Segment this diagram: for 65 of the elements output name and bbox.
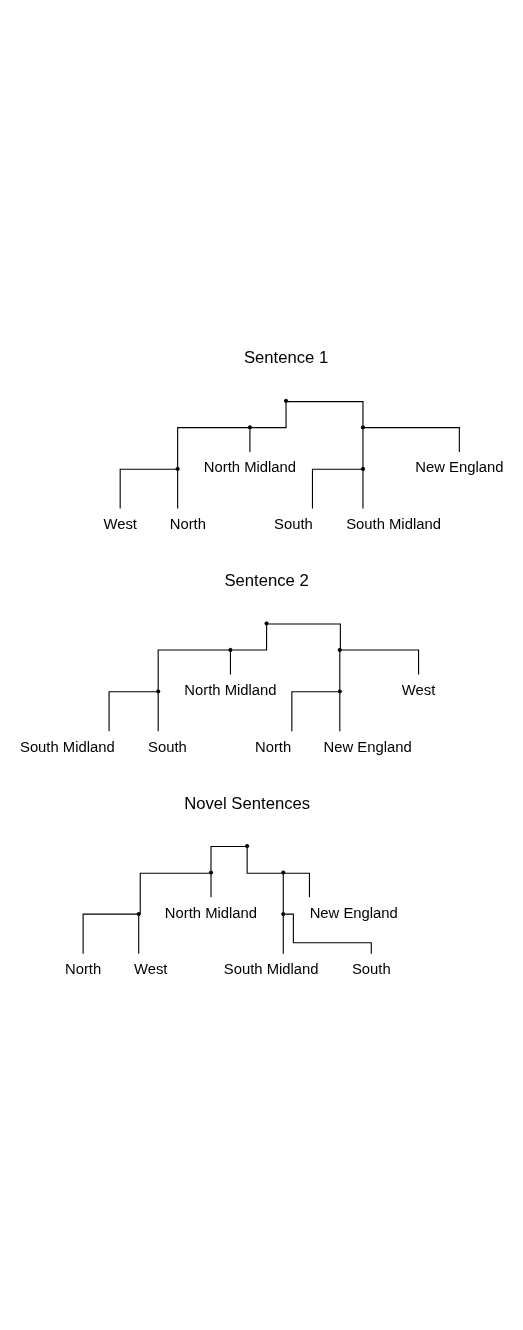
connector bbox=[362, 428, 364, 468]
node-point bbox=[281, 911, 286, 917]
connector bbox=[249, 428, 251, 453]
node-text: West bbox=[401, 682, 436, 699]
node-text: South bbox=[351, 961, 391, 978]
node-point bbox=[156, 689, 161, 694]
node-text: West bbox=[103, 515, 137, 532]
connector bbox=[339, 692, 341, 732]
node-text: New England bbox=[309, 904, 398, 921]
connector bbox=[267, 623, 341, 649]
node-text: South Midland bbox=[20, 738, 115, 755]
node-point bbox=[283, 398, 289, 404]
node-text: New England bbox=[323, 738, 412, 755]
label: Novel Sentences bbox=[184, 793, 311, 813]
node-text: North bbox=[65, 961, 102, 978]
connector bbox=[287, 401, 364, 427]
connector bbox=[291, 691, 339, 732]
node-text: South bbox=[148, 738, 187, 755]
node-text: South Midland bbox=[346, 515, 441, 532]
connector bbox=[251, 402, 287, 429]
node-point bbox=[360, 425, 366, 430]
node-point bbox=[245, 843, 250, 849]
connector bbox=[282, 873, 284, 913]
node-text: South bbox=[274, 515, 313, 532]
connector bbox=[229, 651, 231, 676]
node-point bbox=[337, 647, 342, 653]
node-point bbox=[175, 466, 180, 472]
node-text: West bbox=[134, 961, 168, 978]
node-point bbox=[208, 870, 214, 875]
node-text: North bbox=[254, 738, 292, 755]
connector bbox=[311, 468, 362, 510]
connector bbox=[341, 649, 420, 676]
node-point bbox=[360, 466, 366, 472]
connector bbox=[138, 915, 140, 955]
node-point bbox=[228, 647, 233, 653]
node-point bbox=[136, 911, 141, 917]
label: Sentence 1 bbox=[243, 348, 329, 368]
connector bbox=[284, 872, 310, 898]
node-text: North Midland bbox=[164, 904, 258, 921]
connector bbox=[177, 427, 249, 468]
connector bbox=[231, 624, 268, 651]
connector bbox=[362, 470, 364, 510]
node-point bbox=[281, 870, 286, 875]
node-text: South Midland bbox=[223, 961, 319, 978]
connector bbox=[139, 872, 210, 914]
label: Sentence 2 bbox=[224, 571, 309, 591]
node-point bbox=[337, 689, 342, 694]
connector bbox=[157, 649, 230, 691]
connector bbox=[119, 468, 177, 510]
node-text: North Midland bbox=[184, 682, 277, 699]
connector bbox=[210, 845, 246, 872]
connector bbox=[339, 651, 341, 691]
connector bbox=[282, 915, 284, 955]
connector bbox=[177, 470, 179, 510]
node-point bbox=[247, 425, 253, 430]
node-text: North bbox=[169, 515, 206, 532]
node-point bbox=[264, 621, 269, 626]
connector bbox=[210, 873, 212, 898]
connector bbox=[108, 691, 157, 732]
node-text: North Midland bbox=[203, 459, 297, 476]
connector bbox=[82, 913, 138, 955]
connector bbox=[246, 847, 283, 874]
connector bbox=[157, 692, 159, 732]
node-text: New England bbox=[415, 459, 504, 476]
connector bbox=[364, 427, 460, 453]
